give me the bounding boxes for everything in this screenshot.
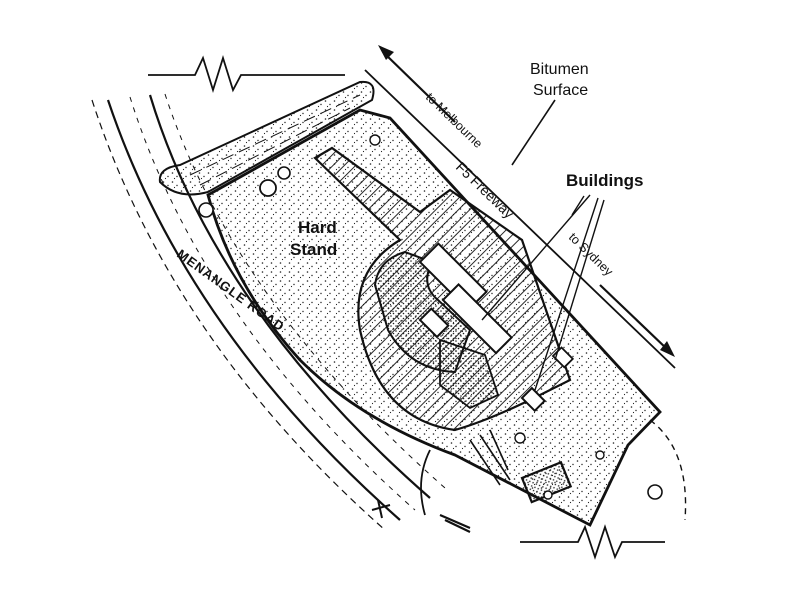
building-long [441,283,514,355]
tree-3 [198,202,214,218]
building-main [418,242,488,312]
entrance-arrow [371,499,391,519]
leader-buildings-1 [481,194,591,321]
breaklines [148,54,665,560]
building-small-right [520,386,547,413]
tree-5 [514,432,526,444]
arrow-to-melbourne-shaft [382,51,456,123]
driveway-gate [439,513,471,533]
tree-8 [543,490,553,500]
label-buildings: Buildings [566,171,643,190]
tree-7 [647,484,663,500]
leader-buildings-3 [554,199,605,361]
arrow-to-melbourne-head [378,45,394,60]
road-inner-edge [148,94,431,499]
arrow-to-sydney-head [660,341,675,357]
leader-bitumen [511,99,556,166]
driveway-line-2 [469,429,511,486]
leader-lines [481,99,605,391]
right-edge-fence [649,419,687,521]
tree-6 [595,450,605,460]
driveway [371,429,511,533]
breakline-top [148,54,345,94]
label-bitumen: Bitumen [530,61,589,78]
road-outer-edge [106,99,401,521]
road-centre-dashed [129,96,416,511]
tree-2 [277,166,291,180]
trees [198,134,663,500]
property-boundary-line [364,69,676,369]
building-small-left [418,307,450,339]
tree-4 [369,134,381,146]
embankment-hatching [189,94,361,186]
label-stand: Stand [290,240,337,259]
arrow-to-sydney-shaft [599,284,669,351]
road-kerb-dashed [91,99,386,531]
leader-buildings-2 [534,197,599,391]
buildings [418,242,575,413]
lower-stipple-pad [439,338,500,410]
label-surface: Surface [533,82,588,99]
driveway-line-1 [420,449,431,516]
breakline-bottom [520,524,665,560]
leader-buildings-4 [571,195,585,216]
freeway-arrows [378,45,675,357]
label-to-melbourne: to Melbourne [423,90,485,151]
embankment-top-left [158,80,375,196]
label-hard: Hard [298,218,337,237]
tree-1 [259,179,277,197]
menangle-road [91,93,446,531]
